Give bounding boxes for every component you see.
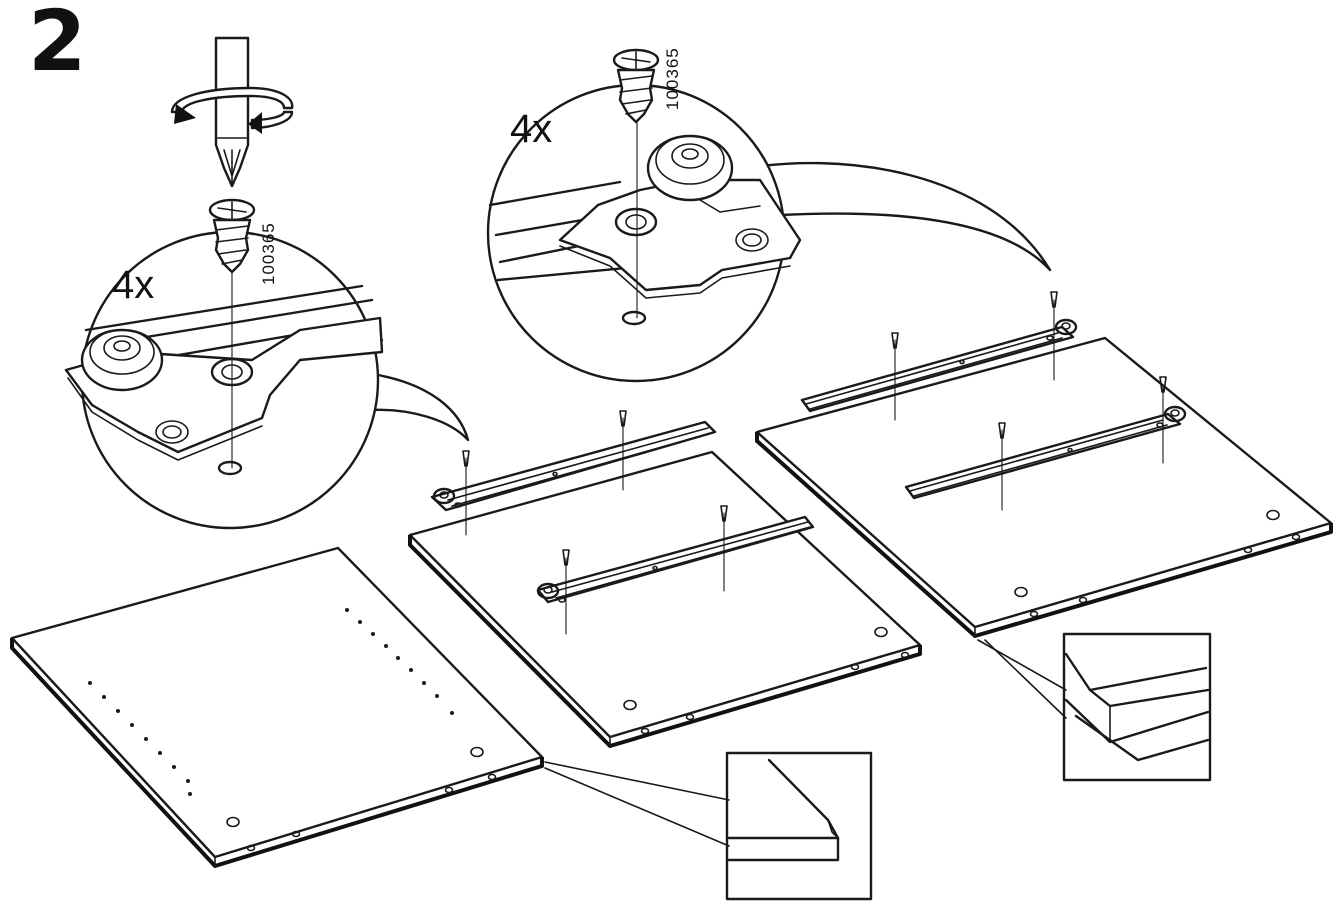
edge-profile-detail-left (544, 751, 873, 901)
quantity-label-right: 4x (510, 107, 552, 151)
edge-profile-detail-right (977, 632, 1212, 782)
screwdriver-icon (214, 36, 250, 188)
drawer-runner-middle-bottom (536, 505, 815, 635)
magnifier-callout-right (486, 83, 1052, 383)
step-number: 2 (28, 0, 86, 90)
drawer-runner-middle-top (430, 410, 717, 536)
quantity-label-left: 4x (112, 263, 154, 307)
screw-icon-right (612, 48, 660, 124)
panel-right (755, 336, 1333, 638)
part-number-left: 100365 (259, 222, 278, 285)
screw-icon-left (208, 198, 256, 274)
drawer-runner-right-top (800, 291, 1078, 421)
panel-middle (408, 450, 922, 748)
part-number-right: 100365 (663, 47, 682, 110)
rotation-arrow-icon (170, 86, 294, 134)
magnifier-callout-left (64, 230, 470, 530)
panel-bottom-left (10, 546, 544, 868)
drawer-runner-right-bottom (904, 376, 1187, 511)
